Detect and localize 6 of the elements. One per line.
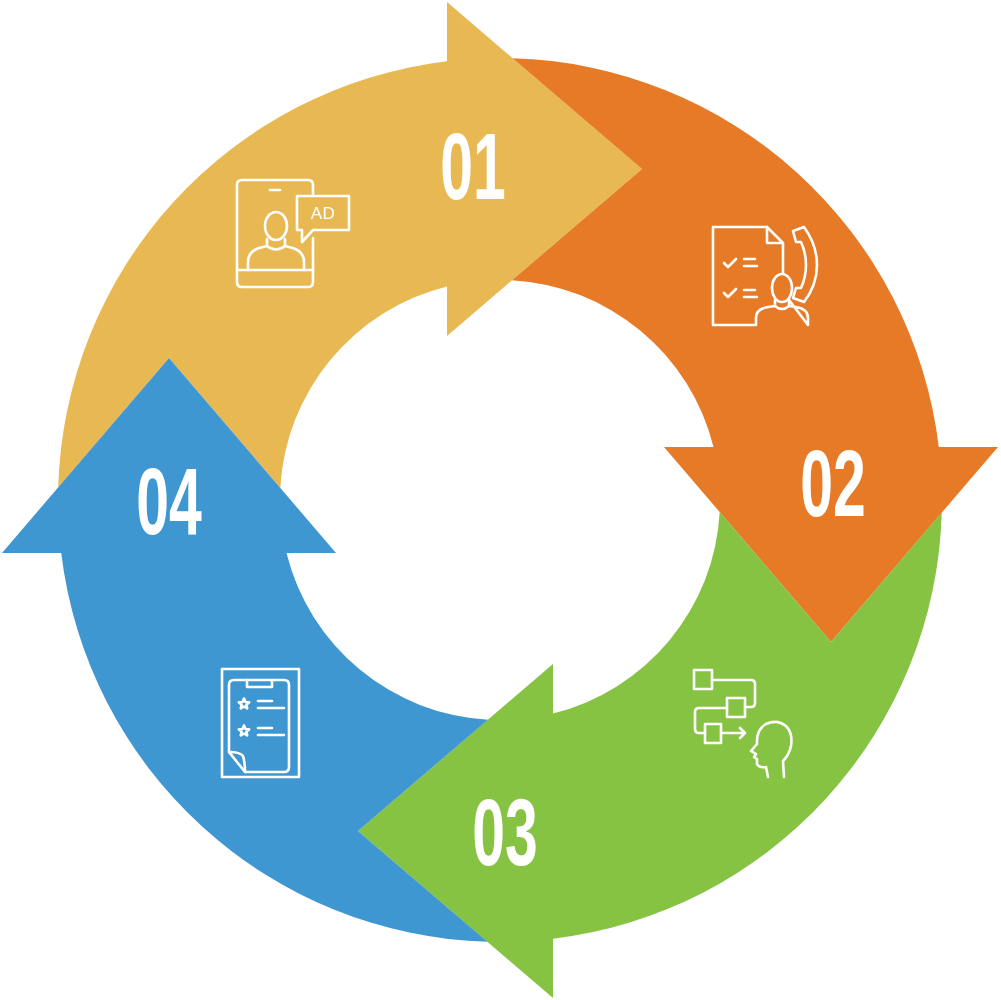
step-number: 02 [800,441,866,527]
step-number: 03 [472,790,538,876]
step-number: 01 [440,124,506,210]
ad-label: AD [310,204,336,222]
curved-arrow-segment [512,58,998,642]
step-number: 04 [136,459,202,545]
